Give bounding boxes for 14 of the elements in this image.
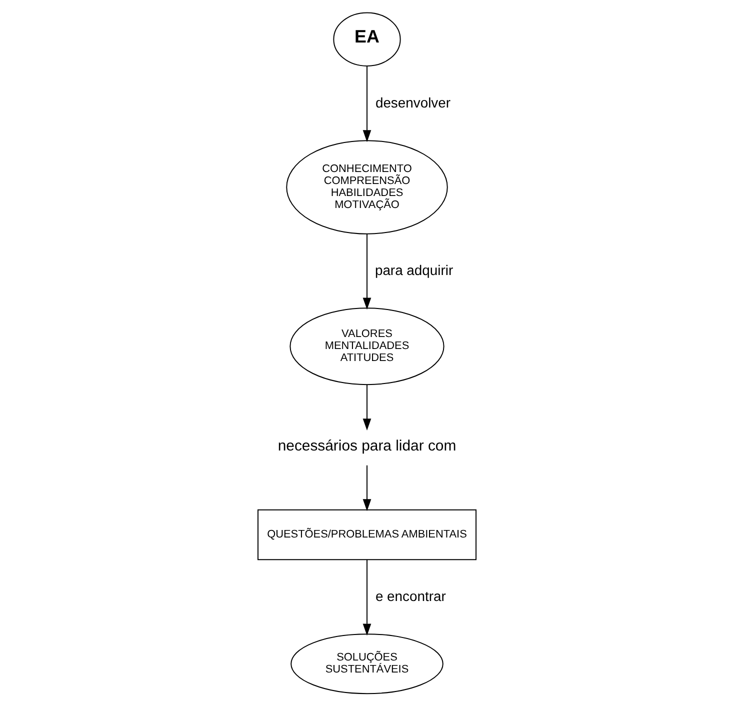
arrow [362, 66, 372, 142]
edge-label: para adquirir [374, 262, 454, 278]
arrow [362, 559, 372, 636]
node-ellipse: SOLUÇÕES SUSTENTÁVEIS [290, 634, 444, 694]
arrow [362, 384, 372, 431]
node-ellipse: CONHECIMENTO COMPREENSÃO HABILIDADES MOTIVAÇÃO [286, 140, 448, 234]
node-ellipse: EA [333, 12, 401, 66]
node-box: QUESTÕES/PROBLEMAS AMBIENTAIS [257, 509, 477, 560]
node-ellipse: VALORES MENTALIDADES ATITUDES [290, 308, 444, 386]
edge-label: desenvolver [375, 94, 451, 111]
node-text: necessários para lidar com [278, 438, 456, 455]
arrow [362, 464, 372, 512]
edge-label: e encontrar [375, 588, 446, 604]
arrow [362, 234, 372, 310]
